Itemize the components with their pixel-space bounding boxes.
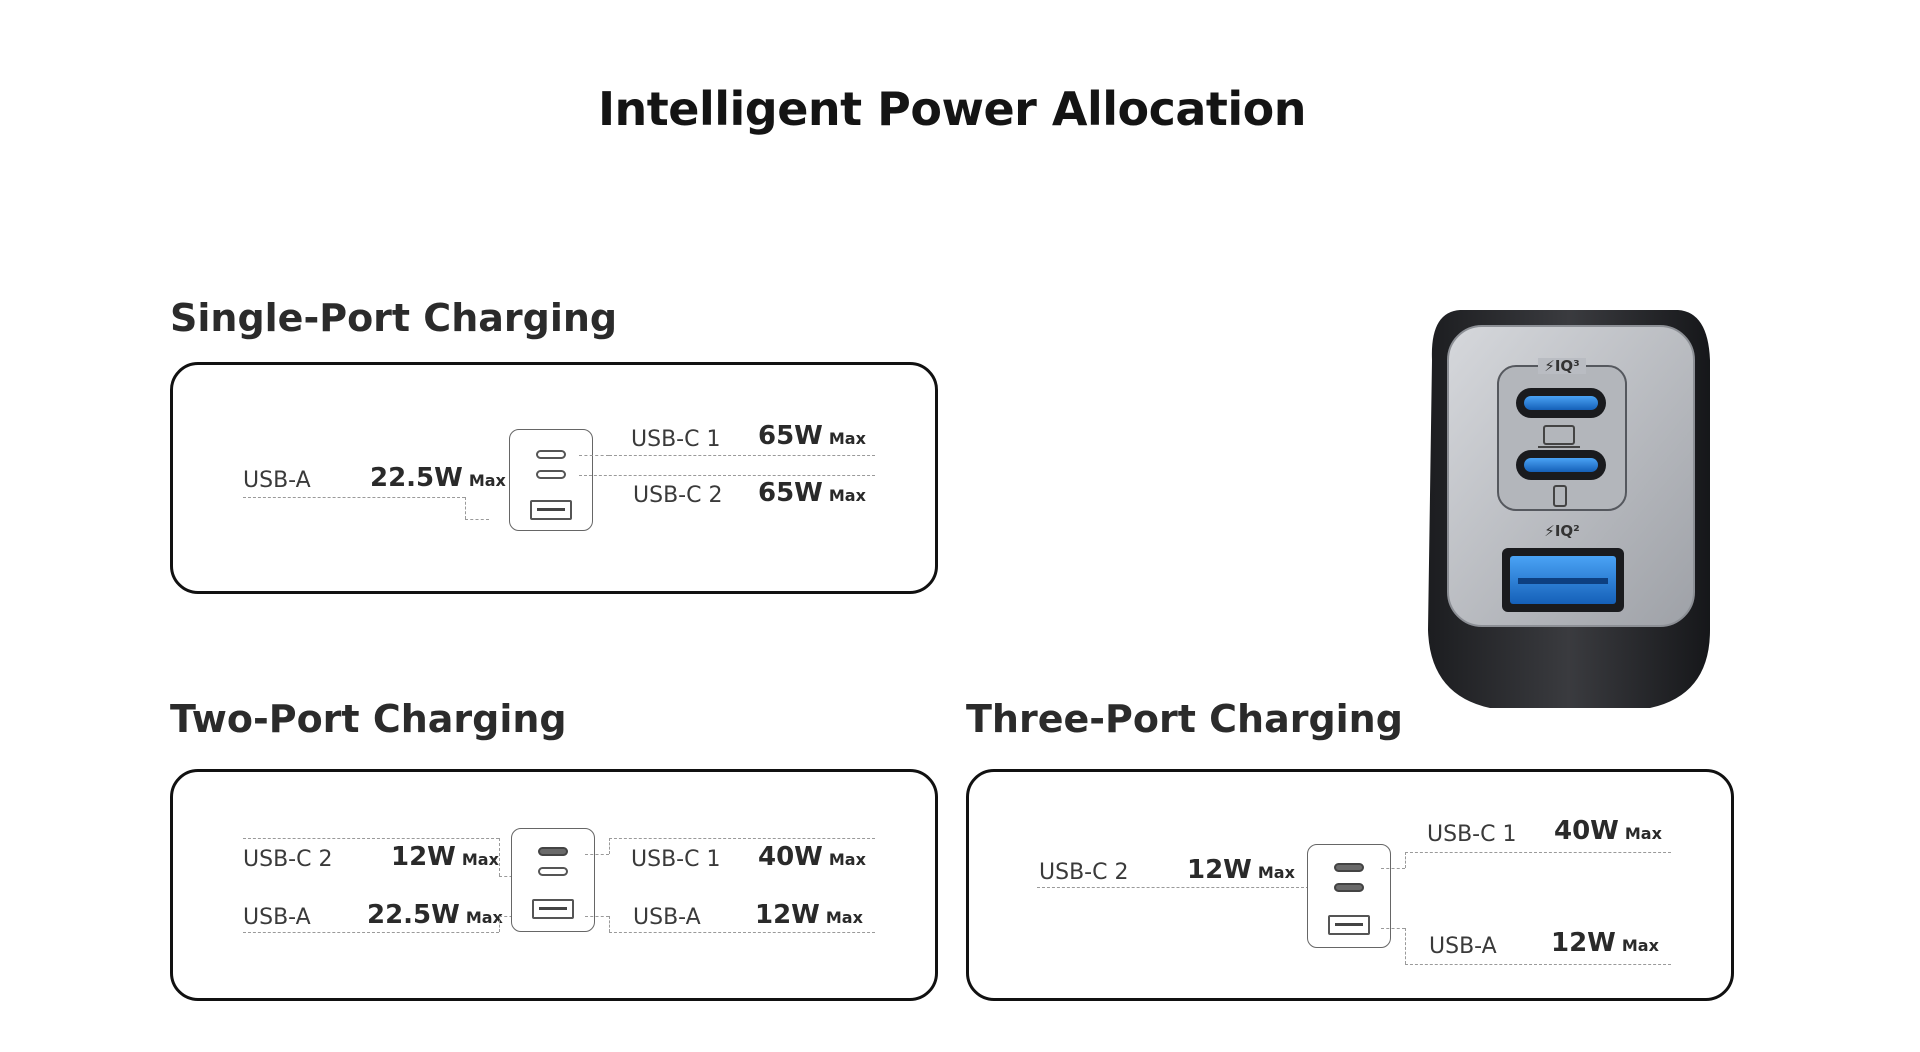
usb-c-port-icon [536, 450, 566, 459]
divider [1381, 868, 1405, 869]
usb-c-port-icon [538, 867, 568, 876]
badge-bottom: ⚡IQ² [1544, 522, 1579, 540]
port-label: USB-C 2 [243, 847, 333, 872]
section-title-two: Two-Port Charging [170, 697, 567, 741]
divider [1405, 852, 1671, 853]
page-title: Intelligent Power Allocation [597, 82, 1307, 136]
usb-c-port-icon [536, 470, 566, 479]
divider [609, 455, 875, 456]
divider [1405, 928, 1406, 964]
divider [243, 497, 465, 498]
charger-illustration: ⚡IQ³ ⚡IQ² [1428, 310, 1710, 708]
charger-icon [1307, 844, 1391, 948]
port-label: USB-C 1 [631, 847, 721, 872]
section-title-single: Single-Port Charging [170, 296, 618, 340]
divider [1405, 852, 1406, 868]
usb-c-port-icon [538, 847, 568, 856]
port-label: USB-A [243, 468, 311, 493]
port-label: USB-C 1 [631, 427, 721, 452]
divider [579, 455, 609, 456]
divider [1381, 928, 1405, 929]
port-label: USB-C 1 [1427, 822, 1517, 847]
port-label: USB-A [1429, 934, 1497, 959]
port-label: USB-A [243, 905, 311, 930]
charger-product-image: ⚡IQ³ ⚡IQ² [1420, 300, 1720, 720]
port-label: USB-A [633, 905, 701, 930]
divider [585, 854, 609, 855]
usb-c-port-icon [1334, 883, 1364, 892]
divider [609, 838, 610, 854]
divider [609, 932, 875, 933]
divider [465, 497, 466, 519]
divider [1405, 964, 1671, 965]
divider [609, 916, 610, 932]
divider [243, 932, 499, 933]
divider [465, 519, 489, 520]
divider [579, 475, 875, 476]
port-label: USB-C 2 [1039, 860, 1129, 885]
section-title-three: Three-Port Charging [966, 697, 1403, 741]
usb-c-port-icon [1334, 863, 1364, 872]
divider [585, 916, 609, 917]
divider [499, 916, 500, 932]
port-label: USB-C 2 [633, 483, 723, 508]
usb-a-port-icon [532, 899, 574, 919]
divider [609, 838, 875, 839]
usb-a-port-icon [1328, 915, 1370, 935]
usb-a-port-icon [530, 500, 572, 520]
charger-icon [511, 828, 595, 932]
charger-icon [509, 429, 593, 531]
divider [243, 838, 499, 839]
divider [1037, 887, 1309, 888]
divider [499, 838, 500, 876]
badge-top: ⚡IQ³ [1544, 357, 1579, 375]
